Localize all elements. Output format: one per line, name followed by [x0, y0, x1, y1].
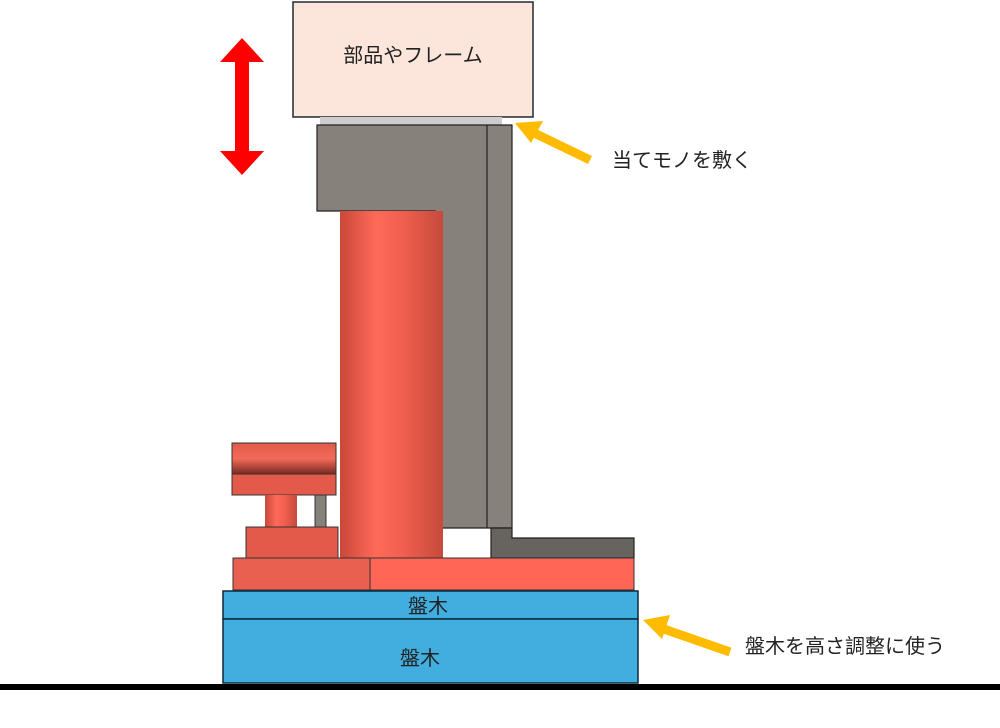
saddle-foot	[490, 527, 635, 559]
jack-base-left	[232, 557, 371, 591]
pump-rod	[314, 494, 327, 528]
double-arrow-vertical-icon	[220, 38, 264, 175]
arrow-pointer-icon	[643, 615, 732, 657]
block-note: 盤木を高さ調整に使う	[745, 634, 945, 658]
jack-base-right	[369, 557, 635, 591]
pump-piston	[265, 495, 297, 527]
arrow-pointer-icon	[515, 121, 592, 165]
ram-cylinder	[340, 211, 443, 558]
block-bottom-label: 盤木	[400, 646, 440, 670]
block-bottom	[222, 618, 639, 684]
pump-plate	[231, 473, 337, 496]
frame-part	[292, 1, 534, 118]
pump-cylinder	[231, 442, 337, 475]
pad	[320, 117, 502, 125]
frame-label: 部品やフレーム	[343, 43, 482, 67]
block-top-label: 盤木	[408, 594, 448, 618]
pump-block	[245, 526, 339, 559]
ground-line	[0, 684, 1000, 690]
pad-note: 当てモノを敷く	[612, 148, 752, 172]
